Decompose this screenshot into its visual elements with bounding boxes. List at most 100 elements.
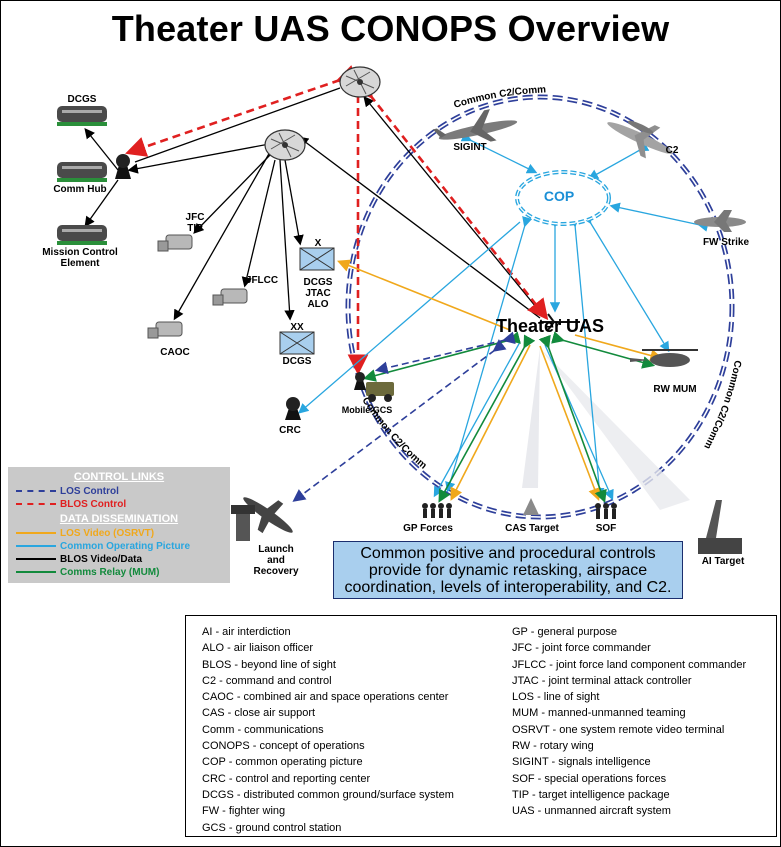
legend-swatch (16, 532, 56, 535)
sof-troops-icon (595, 503, 617, 519)
legend-swatch (16, 503, 56, 506)
glossary-entry: GP - general purpose (512, 626, 617, 638)
diagram-title: Theater UAS CONOPS Overview (111, 8, 670, 49)
legend-label: BLOS Control (60, 499, 127, 510)
los-control-links (292, 331, 516, 502)
glossary-entry: RW - rotary wing (512, 740, 594, 753)
label-dcgs-top: DCGS (67, 94, 97, 105)
glossary-entry: COP - common operating picture (202, 756, 363, 769)
cop-label: COP (543, 188, 575, 204)
glossary-entry: CONOPS - concept of operations (202, 740, 365, 753)
legend-label: LOS Control (60, 486, 119, 497)
glossary-entry: Comm - communications (202, 723, 324, 736)
legend-swatch (16, 558, 56, 561)
glossary-entry: LOS - line of sight (512, 691, 600, 704)
glossary-entry: UAS - unmanned aircraft system (512, 805, 671, 818)
label-comm-hub: Comm Hub (53, 184, 107, 195)
glossary-entry: TIP - target intelligence package (512, 788, 670, 801)
mobile-gcs-vehicle-icon (366, 382, 394, 402)
legend: CONTROL LINKS LOS Control BLOS Control D… (8, 467, 230, 583)
legend-swatch (16, 490, 56, 493)
label-dcgs-mid: DCGS (282, 356, 312, 367)
legend-label: LOS Video (OSRVT) (60, 528, 155, 539)
label-sof: SOF (595, 523, 617, 534)
legend-los-video: LOS Video (OSRVT) (16, 528, 154, 539)
glossary-entry: CRC - control and reporting center (202, 772, 371, 785)
glossary-entry: SIGINT - signals intelligence (512, 756, 651, 769)
theater-uas-aircraft-icon (540, 313, 580, 331)
los-video-links (337, 259, 664, 501)
glossary-entry: JTAC - joint terminal attack controller (512, 674, 692, 687)
jfc-shelter-icon (157, 234, 193, 252)
label-unit-x: X (314, 238, 322, 249)
mce-building-icon (57, 225, 107, 245)
label-gp-forces: GP Forces (403, 523, 453, 534)
unit-symbol-division (279, 331, 315, 355)
glossary-entry: OSRVT - one system remote video terminal (512, 723, 725, 736)
glossary-entry: AI - air interdiction (202, 626, 291, 638)
label-crc: CRC (279, 425, 301, 436)
glossary-entry: DCGS - distributed common ground/surface… (202, 788, 454, 801)
label-jfc-tip: JFC TIP (185, 212, 205, 234)
legend-label: BLOS Video/Data (60, 554, 143, 565)
glossary-entry: ALO - air liaison officer (202, 642, 314, 655)
legend-control-heading: CONTROL LINKS (73, 471, 165, 483)
label-unit-xx: XX (290, 322, 304, 333)
glossary-entry: JFC - joint force commander (512, 642, 651, 655)
label-launch-recovery: Launch and Recovery (253, 544, 299, 577)
cas-target-vehicle-icon (523, 498, 539, 515)
label-caoc: CAOC (160, 347, 190, 358)
control-tower-icon (231, 505, 255, 541)
legend-label: Comms Relay (MUM) (60, 567, 160, 578)
legend-los-control: LOS Control (16, 486, 119, 497)
label-ai-target: AI Target (701, 556, 745, 567)
rw-mum-helicopter-icon (630, 349, 698, 367)
label-mission-control-element: Mission Control Element (42, 247, 118, 269)
glossary-entry: JFLCC - joint force land component comma… (512, 658, 747, 671)
legend-cop: Common Operating Picture (16, 541, 190, 552)
legend-swatch (16, 545, 56, 548)
ai-target-missile-icon (698, 500, 742, 554)
crc-radar-icon (285, 397, 301, 420)
fw-strike-aircraft-icon (694, 210, 746, 232)
glossary-entry: MUM - manned-unmanned teaming (512, 707, 686, 720)
label-jflcc: JFLCC (245, 275, 279, 286)
cop-ring (515, 170, 611, 226)
label-mobile-gcs: Mobile GCS (341, 405, 393, 415)
legend-blos-video: BLOS Video/Data (16, 554, 142, 565)
theater-uas-label: Theater UAS (496, 316, 605, 336)
label-dcgs-jtac-alo: DCGS JTAC ALO (303, 277, 333, 310)
glossary-entry: BLOS - beyond line of sight (202, 658, 336, 671)
caoc-shelter-icon (147, 321, 183, 339)
legend-label: Common Operating Picture (60, 541, 191, 552)
sigint-aircraft-icon (432, 109, 518, 142)
unit-symbol-brigade (299, 247, 335, 271)
glossary-entry: FW - fighter wing (202, 805, 286, 818)
dcgs-building-icon (57, 106, 107, 126)
label-fw-strike: FW Strike (702, 237, 750, 248)
jflcc-shelter-icon (212, 288, 248, 306)
glossary-entry: CAOC - combined air and space operations… (202, 691, 449, 704)
glossary-entry: SOF - special operations forces (512, 772, 667, 785)
legend-data-heading: DATA DISSEMINATION (59, 513, 179, 525)
controls-callout: Common positive and procedural controls … (333, 541, 683, 599)
label-sigint: SIGINT (453, 142, 487, 153)
label-cas-target: CAS Target (505, 523, 559, 534)
comm-hub-dish-icon (115, 154, 131, 179)
legend-blos-control: BLOS Control (16, 499, 126, 510)
target-beam-cas (522, 348, 540, 488)
gp-forces-troops-icon (422, 503, 452, 518)
legend-swatch (16, 571, 56, 574)
satellite-icon (264, 129, 306, 161)
mobile-gcs-antenna-icon (354, 372, 366, 390)
comm-hub-building-icon (57, 162, 107, 182)
glossary-entry: C2 - command and control (202, 674, 332, 687)
target-beam-ai (540, 348, 690, 510)
label-rw-mum: RW MUM (653, 384, 697, 395)
satellite-icon (339, 66, 381, 98)
glossary-entry: CAS - close air support (202, 707, 316, 720)
